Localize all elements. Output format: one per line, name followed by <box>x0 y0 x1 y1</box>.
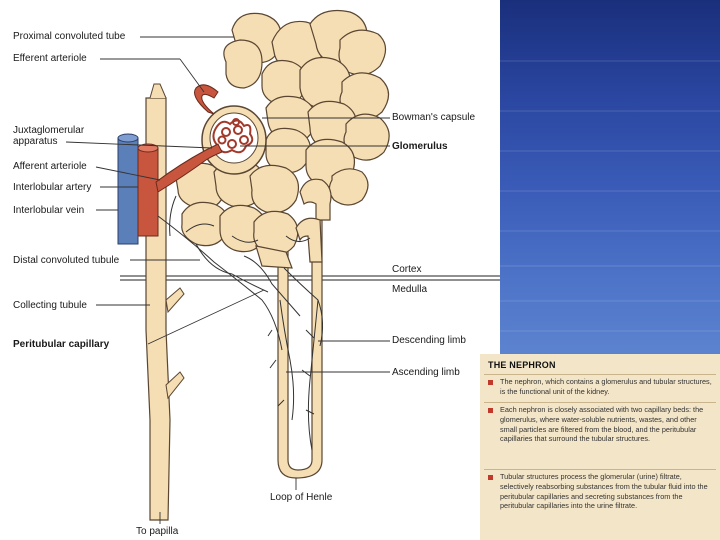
collecting-branch-2 <box>166 372 184 398</box>
label-interlobular-vein: Interlobular vein <box>13 205 84 216</box>
info-box-rule <box>484 469 716 470</box>
info-point-3: Tubular structures process the glomerula… <box>500 472 712 511</box>
label-bowmans-capsule: Bowman's capsule <box>392 112 475 123</box>
info-point-2: Each nephron is closely associated with … <box>500 405 712 444</box>
label-medulla: Medulla <box>392 284 427 295</box>
efferent-arteriole <box>195 85 219 114</box>
interlobular-artery <box>138 148 158 236</box>
vein-top <box>118 134 138 142</box>
label-efferent-arteriole: Efferent arteriole <box>13 53 87 64</box>
label-loop-of-henle: Loop of Henle <box>270 492 332 503</box>
info-box-title: THE NEPHRON <box>488 360 556 370</box>
label-collecting-tubule: Collecting tubule <box>13 300 87 311</box>
label-glomerulus: Glomerulus <box>392 141 448 152</box>
nephron-diagram <box>0 0 500 540</box>
nephron-info-box: THE NEPHRON The nephron, which contains … <box>480 354 720 540</box>
label-distal-tubule: Distal convoluted tubule <box>13 255 119 266</box>
label-peritubular-capillary: Peritubular capillary <box>13 339 109 350</box>
label-to-papilla: To papilla <box>136 526 178 537</box>
label-ascending-limb: Ascending limb <box>392 367 460 378</box>
label-interlobular-artery: Interlobular artery <box>13 182 91 193</box>
collecting-branch <box>166 288 184 312</box>
info-box-rule <box>484 402 716 403</box>
label-juxtaglomerular-2: apparatus <box>13 136 57 147</box>
collecting-top <box>150 84 166 98</box>
bullet-marker <box>488 475 493 480</box>
info-box-rule <box>484 374 716 375</box>
bullet-marker <box>488 380 493 385</box>
label-afferent-arteriole: Afferent arteriole <box>13 161 87 172</box>
label-juxtaglomerular-1: Juxtaglomerular <box>13 125 84 136</box>
info-point-1: The nephron, which contains a glomerulus… <box>500 377 712 397</box>
label-cortex: Cortex <box>392 264 421 275</box>
label-descending-limb: Descending limb <box>392 335 466 346</box>
label-proximal-tube: Proximal convoluted tube <box>13 31 125 42</box>
bullet-marker <box>488 408 493 413</box>
interlobular-vein <box>118 138 138 244</box>
